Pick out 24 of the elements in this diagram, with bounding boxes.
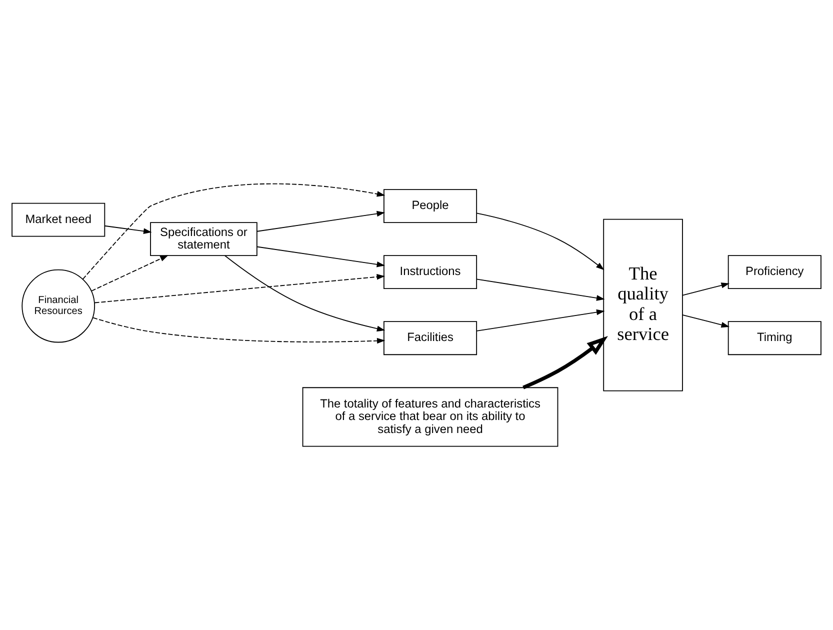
arrow	[104, 225, 152, 234]
node-box: People	[383, 189, 478, 223]
node-circle: Financial Resources	[22, 269, 96, 343]
node-box: Proficiency	[728, 255, 822, 290]
arrow	[476, 309, 605, 332]
arrow	[476, 278, 605, 301]
arrow	[256, 246, 386, 268]
node-box: Timing	[728, 321, 822, 356]
node-box: The totality of features and characteristics of a service that bear on its ability to satisfy a given need	[302, 387, 558, 447]
arrow	[91, 255, 168, 292]
arrow	[82, 183, 386, 280]
arrow	[522, 336, 608, 390]
arrow	[682, 282, 730, 296]
arrow	[94, 274, 386, 304]
arrow	[256, 210, 386, 232]
arrow	[682, 314, 730, 328]
node-box: Market need	[12, 202, 106, 237]
node-box: The quality of a service	[603, 218, 683, 392]
node-box: Specifications or statement	[150, 222, 258, 256]
node-box: Instructions	[383, 255, 478, 290]
arrow	[476, 212, 604, 270]
arrow	[92, 317, 386, 344]
node-box: Facilities	[383, 321, 478, 356]
arrow	[224, 255, 386, 332]
